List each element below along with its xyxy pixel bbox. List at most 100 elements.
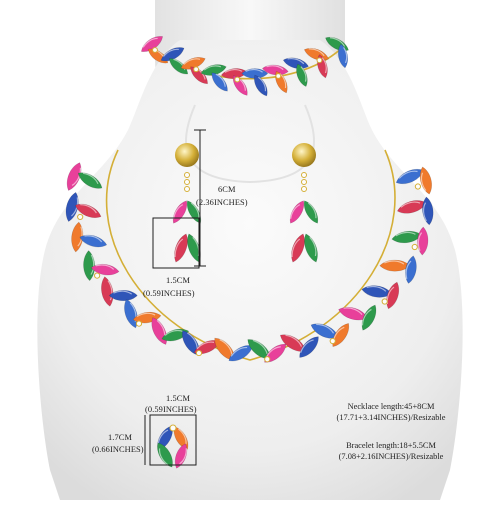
leaf-highlight [71, 167, 82, 186]
leaf-highlight [203, 65, 222, 71]
leaf-highlight [329, 37, 346, 47]
leaf-highlight [90, 254, 95, 275]
rhinestone [275, 73, 282, 79]
leaf-highlight [291, 238, 301, 258]
leaf-highlight [107, 280, 113, 301]
leaf-highlight [417, 232, 423, 251]
leaf-highlight [308, 48, 325, 57]
ring-height-inches-label: (0.66INCHES) [92, 445, 144, 454]
bracelet-spec: Bracelet length:18+5.5CM (7.08+2.16INCHE… [306, 441, 476, 463]
leaf-highlight [84, 235, 103, 243]
leaf-highlight [405, 260, 412, 279]
leaf-highlight [142, 37, 158, 48]
rhinestone [234, 76, 241, 83]
leaf-highlight [82, 172, 99, 185]
rhinestone [184, 172, 190, 178]
leaf-highlight [300, 66, 307, 82]
leaf-highlight [215, 73, 226, 87]
rhinestone [195, 349, 203, 357]
rhinestone [184, 179, 190, 185]
necklace-length-inches-text: (17.71+3.14INCHES)/Resizable [336, 412, 446, 422]
leaf-highlight [258, 76, 267, 92]
leaf-bracelet [141, 36, 349, 97]
rhinestone [301, 172, 307, 178]
leaf-highlight [266, 65, 284, 71]
leaf-highlight [300, 339, 314, 353]
leaf-highlight [245, 68, 263, 73]
leaf-highlight [80, 204, 97, 214]
leaf-highlight [285, 334, 303, 347]
earring-width-inches-label: (0.59INCHES) [143, 289, 195, 298]
leaf-highlight [71, 197, 79, 217]
rhinestone [316, 57, 323, 64]
bracelet-length-inches-text: (7.08+2.16INCHES)/Resizable [338, 451, 444, 461]
gold-chain [105, 149, 396, 361]
rhinestone [329, 337, 336, 345]
leaf-highlight [422, 202, 427, 222]
necklace-spec: Necklace length:45+8CM (17.71+3.14INCHES… [306, 402, 476, 424]
rhinestone [169, 424, 177, 432]
necklace-length-text: Necklace length:45+8CM [347, 402, 435, 411]
rhinestone [135, 320, 143, 327]
rhinestone [94, 272, 101, 279]
leaf-highlight [321, 57, 327, 74]
rhinestone [264, 356, 271, 363]
leaf-highlight [219, 339, 233, 356]
leaf-ring [157, 424, 189, 469]
leaf-highlight [230, 346, 248, 357]
left-earring [172, 143, 202, 263]
leaf-highlight [343, 307, 363, 316]
earring-height-bracket [194, 129, 206, 267]
leaf-highlight [398, 170, 418, 179]
leaf-highlight [252, 339, 268, 355]
rhinestone [301, 179, 307, 185]
leaf-highlight [173, 204, 184, 219]
ring-width-label: 1.5CM [166, 394, 191, 403]
leaf-highlight [113, 290, 133, 295]
leaf-highlight [178, 428, 187, 445]
leaf-highlight [290, 204, 301, 219]
earring-width-bracket [152, 217, 200, 269]
gold-stud [175, 143, 199, 167]
leaf-highlight [179, 448, 187, 465]
rhinestone [184, 186, 190, 192]
rhinestone [414, 183, 422, 190]
rhinestone [381, 298, 388, 305]
earring-height-inches-label: (2.36INCHES) [196, 198, 248, 207]
leaf-highlight [366, 285, 387, 292]
earring-height-label: 6CM [218, 185, 236, 194]
leaf-highlight [136, 312, 156, 318]
leaf-highlight [420, 172, 427, 192]
rhinestone [301, 186, 307, 192]
leaf-highlight [174, 238, 184, 258]
earring-width-label: 1.5CM [166, 276, 191, 285]
ring-width-inches-label: (0.59INCHES) [145, 405, 197, 414]
leaf-highlight [158, 448, 169, 466]
leaf-highlight [95, 264, 115, 270]
leaf-necklace [65, 149, 434, 363]
leaf-highlight [384, 260, 405, 265]
leaf-highlight [287, 57, 305, 65]
leaf-highlight [307, 202, 317, 219]
leaf-highlight [224, 69, 243, 73]
leaf-highlight [196, 341, 215, 350]
leaf-highlight [395, 231, 416, 237]
rhinestone [411, 243, 418, 251]
rhinestone [77, 213, 84, 221]
right-earring [289, 143, 319, 263]
rhinestone [152, 47, 158, 53]
leaf-highlight [400, 201, 421, 208]
display-bust [37, 0, 463, 500]
leaf-highlight [361, 308, 372, 326]
leaf-highlight [162, 48, 179, 57]
gold-stud [292, 143, 316, 167]
leaf-highlight [316, 323, 335, 334]
leaf-highlight [164, 329, 184, 336]
ring-bracket [144, 414, 197, 466]
rhinestone [193, 66, 200, 73]
leaf-highlight [343, 47, 348, 64]
leaf-highlight [309, 236, 317, 257]
bracelet-length-text: Bracelet length:18+5.5CM [346, 441, 436, 450]
